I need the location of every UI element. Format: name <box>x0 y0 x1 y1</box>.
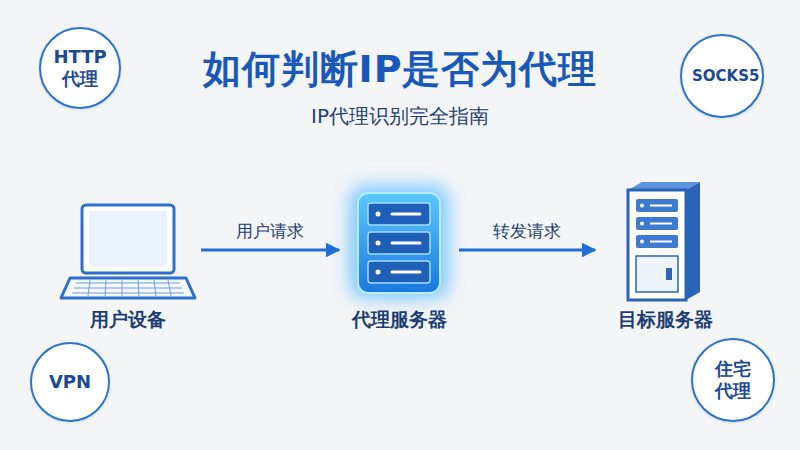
server-body <box>358 193 440 293</box>
device-node: 用户设备 <box>55 180 201 335</box>
laptop-keyboard <box>72 280 184 296</box>
proxy-type-circle: HTTP 代理 <box>39 27 121 109</box>
device-node: 目标服务器 <box>595 180 735 335</box>
device-node: 代理服务器 <box>339 180 459 335</box>
proxy-type-circle: SOCKS5 <box>680 34 764 118</box>
node-label: 住宅 代理 <box>703 358 763 401</box>
flow-arrow <box>201 249 339 252</box>
target-server-icon <box>628 182 700 300</box>
node-label: HTTP 代理 <box>50 46 110 89</box>
flow-arrow <box>459 249 595 252</box>
node-label: 目标服务器 <box>618 308 713 331</box>
laptop-screen <box>82 205 174 273</box>
laptop-display <box>89 211 167 267</box>
node-label: VPN <box>49 371 91 393</box>
server-front <box>628 190 686 300</box>
edge-label: 转发请求 <box>493 220 561 243</box>
laptop-base <box>61 278 195 298</box>
server-drawers <box>636 199 678 292</box>
server-side <box>686 182 700 300</box>
proxy-type-circle: VPN <box>30 342 110 422</box>
laptop-icon <box>61 205 195 298</box>
edge-label: 用户请求 <box>236 220 304 243</box>
proxy-server-icon <box>350 186 448 298</box>
server-glow <box>350 186 448 298</box>
subtitle: IP代理识别完全指南 <box>0 103 800 130</box>
node-label: 代理服务器 <box>352 308 447 331</box>
proxy-type-circle: 住宅 代理 <box>691 338 775 422</box>
server-drawers <box>368 203 430 283</box>
node-label: SOCKS5 <box>692 67 752 85</box>
node-label: 用户设备 <box>90 308 166 331</box>
